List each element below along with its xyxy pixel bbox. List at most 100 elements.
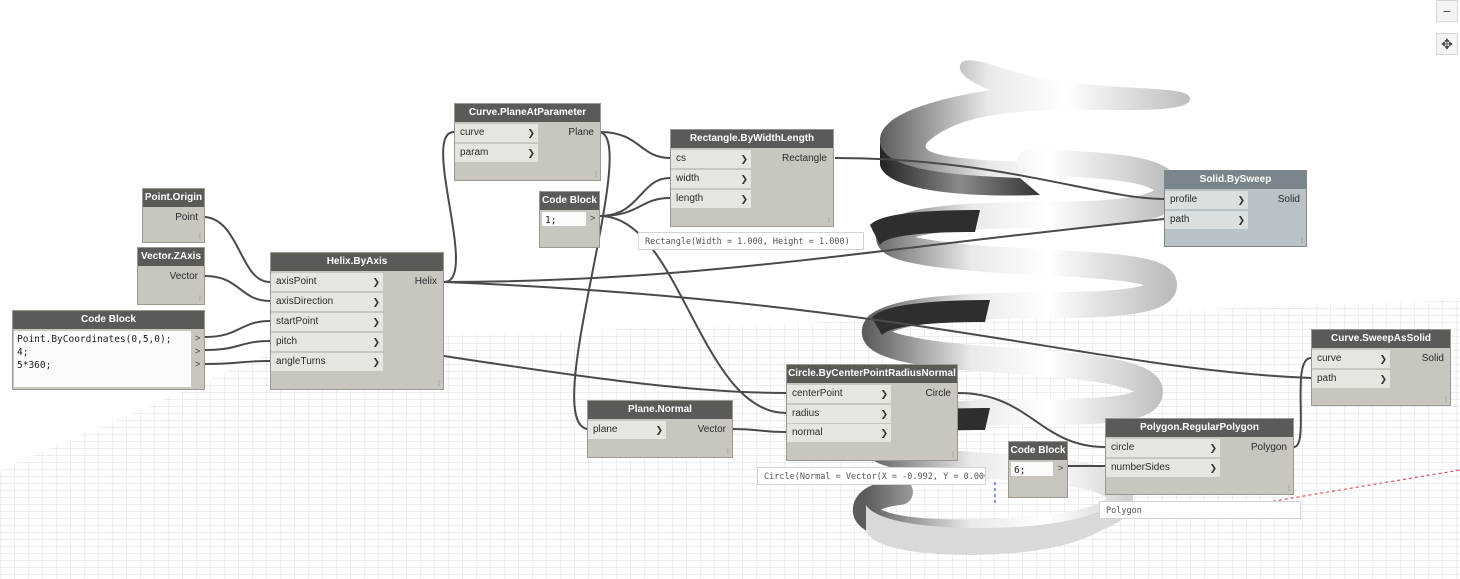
zoom-out-button[interactable]: − <box>1436 0 1458 22</box>
input-port-profile[interactable]: profile❯ <box>1165 191 1248 209</box>
output-port-rectangle[interactable]: Rectangle <box>781 153 827 164</box>
port-arrow-icon: ❯ <box>880 389 888 399</box>
input-port-curve[interactable]: curve ❯ <box>1312 350 1390 368</box>
port-label: curve <box>1317 353 1342 364</box>
input-port-param[interactable]: param❯ <box>455 144 538 162</box>
output-port-solid[interactable]: Solid <box>1277 194 1300 205</box>
port-arrow-icon: ❯ <box>740 154 748 164</box>
code-editor[interactable]: 1; <box>542 212 586 226</box>
port-label: path <box>1170 214 1190 225</box>
node-curve-sweep-as-solid[interactable]: Curve.SweepAsSolid curve ❯ path❯ Solid ⁞ <box>1311 329 1451 406</box>
input-port-axis-direction[interactable]: axisDirection❯ <box>271 293 383 311</box>
port-arrow-icon: ❯ <box>1209 443 1217 453</box>
code-editor[interactable]: Point.ByCoordinates(0,5,0); 4; 5*360; <box>14 331 191 387</box>
node-title: Helix.ByAxis <box>271 253 443 271</box>
resize-grip-icon[interactable]: ⁞ <box>1288 486 1290 493</box>
node-point-origin[interactable]: Point.Origin Point ⁞ <box>142 188 205 243</box>
input-port-start-point[interactable]: startPoint ❯ <box>271 313 383 331</box>
port-arrow-icon: ❯ <box>1379 374 1387 384</box>
input-port-curve[interactable]: curve❯ <box>455 124 538 142</box>
node-title: Curve.PlaneAtParameter <box>455 104 600 122</box>
input-port-cs[interactable]: cs❯ <box>671 150 751 168</box>
resize-grip-icon[interactable]: ⁞ <box>595 172 597 179</box>
port-label: numberSides <box>1111 462 1170 473</box>
code-output-port[interactable]: > <box>195 346 201 356</box>
node-title: Vector.ZAxis <box>138 248 204 266</box>
resize-grip-icon[interactable]: ⁞ <box>1301 238 1303 245</box>
input-port-axis-point[interactable]: axisPoint ❯ <box>271 273 383 291</box>
port-label: plane <box>593 424 618 435</box>
node-solid-by-sweep[interactable]: Solid.BySweep profile❯ path❯ Solid ⁞ <box>1164 170 1307 247</box>
input-port-path[interactable]: path ❯ <box>1165 211 1248 229</box>
code-output-port[interactable]: > <box>590 213 596 223</box>
port-label: length <box>676 193 704 204</box>
node-title: Code Block <box>540 192 599 210</box>
output-port-helix[interactable]: Helix <box>414 276 437 287</box>
port-label: width <box>676 173 700 184</box>
port-label: axisPoint <box>276 276 317 287</box>
port-label: normal <box>792 427 823 438</box>
output-port-solid[interactable]: Solid <box>1421 353 1444 364</box>
node-plane-normal[interactable]: Plane.Normal plane❯ Vector ⁞ <box>587 400 733 458</box>
node-title: Curve.SweepAsSolid <box>1312 330 1450 348</box>
port-arrow-icon: ❯ <box>372 297 380 307</box>
resize-grip-icon[interactable]: ⁞ <box>199 296 201 303</box>
node-code-block-main[interactable]: Code Block Point.ByCoordinates(0,5,0); 4… <box>12 310 205 390</box>
code-output-port[interactable]: > <box>195 333 201 343</box>
resize-grip-icon[interactable]: ⁞ <box>438 381 440 388</box>
port-arrow-icon: ❯ <box>740 174 748 184</box>
input-port-normal[interactable]: normal ❯ <box>787 424 891 442</box>
rectangle-preview-bubble: Rectangle(Width = 1.000, Height = 1.000) <box>638 232 864 250</box>
node-title: Circle.ByCenterPointRadiusNormal <box>787 365 957 383</box>
port-arrow-icon: ❯ <box>655 425 663 435</box>
node-curve-plane-at-parameter[interactable]: Curve.PlaneAtParameter curve❯ param❯ Pla… <box>454 103 601 181</box>
port-arrow-icon: ❯ <box>1379 354 1387 364</box>
input-port-radius[interactable]: radius❯ <box>787 405 891 423</box>
input-port-number-sides[interactable]: numberSides❯ <box>1106 459 1220 477</box>
pan-icon[interactable]: ✥ <box>1436 33 1458 55</box>
resize-grip-icon[interactable]: ⁞ <box>952 452 954 459</box>
node-helix-by-axis[interactable]: Helix.ByAxis axisPoint ❯ axisDirection❯ s… <box>270 252 444 390</box>
node-title: Code Block <box>13 311 204 329</box>
node-title: Code Block <box>1009 442 1067 460</box>
node-title: Rectangle.ByWidthLength <box>671 130 833 148</box>
port-arrow-icon: ❯ <box>372 277 380 287</box>
node-circle-by-center-point-radius-normal[interactable]: Circle.ByCenterPointRadiusNormal centerP… <box>786 364 958 461</box>
node-rectangle-by-width-length[interactable]: Rectangle.ByWidthLength cs❯ width ❯ lengt… <box>670 129 834 227</box>
output-port-point[interactable]: Point <box>175 212 198 223</box>
output-port-circle[interactable]: Circle <box>925 388 951 399</box>
output-port-polygon[interactable]: Polygon <box>1250 442 1287 453</box>
port-label: angleTurns <box>276 356 326 367</box>
resize-grip-icon[interactable]: ⁞ <box>727 449 729 456</box>
input-port-plane[interactable]: plane ❯ <box>588 421 666 439</box>
port-arrow-icon: ❯ <box>880 428 888 438</box>
output-port-plane[interactable]: Plane <box>568 127 594 138</box>
output-port-vector[interactable]: Vector <box>697 424 726 435</box>
input-port-path[interactable]: path❯ <box>1312 370 1390 388</box>
port-label: radius <box>792 408 820 419</box>
circle-preview-bubble: Circle(Normal = Vector(X = -0.992, Y = 0… <box>757 467 986 485</box>
port-arrow-icon: ❯ <box>372 317 380 327</box>
output-port-vector[interactable]: Vector <box>169 271 198 282</box>
input-port-center-point[interactable]: centerPoint❯ <box>787 385 891 403</box>
port-label: profile <box>1170 194 1198 205</box>
code-output-port[interactable]: > <box>1058 463 1064 473</box>
code-editor[interactable]: 6; <box>1011 462 1053 476</box>
node-vector-zaxis[interactable]: Vector.ZAxis Vector ⁞ <box>137 247 205 305</box>
port-label: startPoint <box>276 316 319 327</box>
node-polygon-regular-polygon[interactable]: Polygon.RegularPolygon circle❯ numberSid… <box>1105 418 1294 495</box>
node-code-block-1[interactable]: Code Block 1; > <box>539 191 600 248</box>
input-port-length[interactable]: length❯ <box>671 190 751 208</box>
port-arrow-icon: ❯ <box>1237 215 1245 225</box>
input-port-pitch[interactable]: pitch❯ <box>271 333 383 351</box>
resize-grip-icon[interactable]: ⁞ <box>199 234 201 241</box>
input-port-width[interactable]: width ❯ <box>671 170 751 188</box>
input-port-angle-turns[interactable]: angleTurns❯ <box>271 353 383 371</box>
node-code-block-6[interactable]: Code Block 6; > <box>1008 441 1068 498</box>
port-label: circle <box>1111 442 1135 453</box>
resize-grip-icon[interactable]: ⁞ <box>1445 397 1447 404</box>
input-port-circle[interactable]: circle ❯ <box>1106 439 1220 457</box>
resize-grip-icon[interactable]: ⁞ <box>828 218 830 225</box>
code-output-port[interactable]: > <box>195 359 201 369</box>
port-arrow-icon: ❯ <box>527 128 535 138</box>
